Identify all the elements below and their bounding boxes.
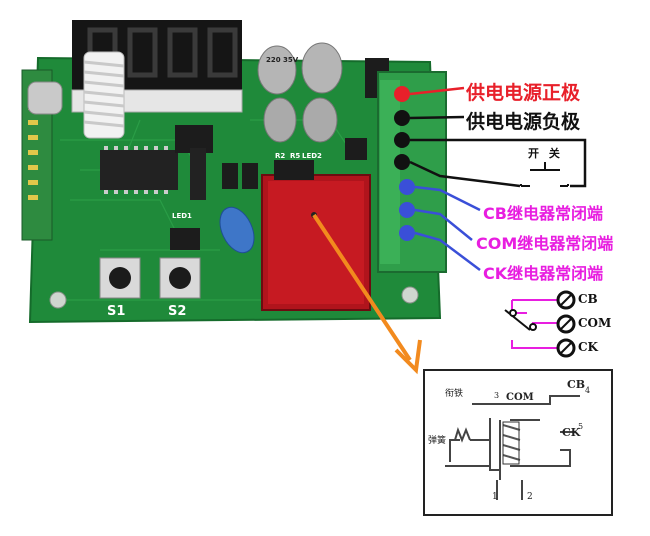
label-power-negative: 供电电源负极 [466,111,581,133]
terminal-block [377,71,447,273]
label-com-terminal: COM继电器常闭端 [476,234,614,253]
capacitor-text: 220 35V [266,56,299,64]
symbol-label-com: COM [578,316,612,330]
relay-num-5: 5 [578,422,584,431]
label-power-positive: 供电电源正极 [466,82,581,104]
relay-label-spring: 弹簧 [428,436,447,446]
antenna-coil [83,51,125,139]
terminal-dots [394,86,415,241]
relay-label-cb: CB [567,378,586,391]
push-button-s1 [99,257,141,299]
symbol-label-cb: CB [578,292,598,306]
relay-num-1: 1 [492,492,498,502]
label-cb-terminal: CB继电器常闭端 [483,204,603,223]
relay-label-com: COM [506,392,534,403]
relay-num-3: 3 [494,391,500,400]
silk-s1: S1 [107,304,126,319]
pointer-arrow [312,213,422,375]
switch-symbol [520,162,569,187]
silk-s2: S2 [168,304,187,319]
silk-r2: R2 [275,152,286,160]
contact-schematic [504,290,576,358]
relay-internal-diagram [423,369,613,516]
relay-label-ck: CK [562,426,581,439]
electrolytic-capacitors [257,42,343,143]
relay-num-4: 4 [585,386,591,395]
crystal [27,81,63,115]
relay-label-armature: 衔铁 [445,389,464,399]
relay [261,174,371,311]
symbol-label-ck: CK [578,340,598,354]
relay-num-2: 2 [527,492,533,502]
label-ck-terminal: CK继电器常闭端 [483,264,604,283]
silk-r5: R5 [290,152,301,160]
silk-led2: LED2 [302,152,322,160]
ic-chips [100,125,213,250]
push-button-s2 [159,257,201,299]
header-pins [190,148,206,200]
label-wires [409,86,587,271]
blue-capacitor [219,206,255,254]
silk-led1: LED1 [172,212,192,220]
label-switch: 开 关 [528,147,563,160]
